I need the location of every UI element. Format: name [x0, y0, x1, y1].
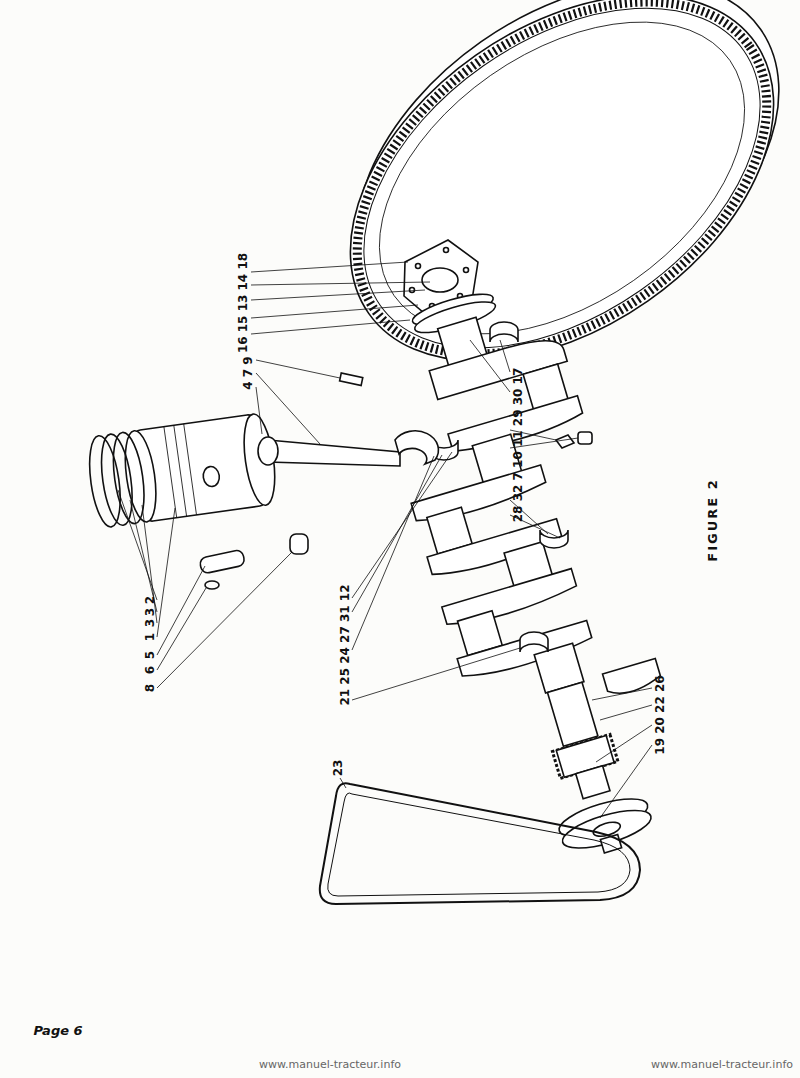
page-number: Page 6	[33, 1024, 82, 1037]
figure-caption: FIGURE 2	[706, 478, 719, 561]
callout-number: 21 25 24 27 31 12	[339, 584, 351, 705]
callout-number: 19 20 22 26	[654, 675, 666, 754]
watermark: www.manuel-tracteur.info	[259, 1059, 401, 1070]
callout-number: 8	[144, 684, 156, 692]
callout-number: 3	[144, 608, 156, 616]
callout-number: 3	[144, 619, 156, 627]
callout-number: 1	[144, 633, 156, 641]
callout-number: 5	[144, 651, 156, 659]
callout-number: 16 15 13 14 18	[237, 253, 249, 353]
callout-number: 23	[332, 760, 344, 777]
callout-number: 28 32 7 10 11 29 30 17	[512, 368, 524, 523]
callout-number: 6	[144, 666, 156, 674]
callout-number: 4 7 9	[242, 356, 254, 389]
callout-number: 2	[144, 596, 156, 604]
watermark: www.manuel-tracteur.info	[651, 1059, 793, 1070]
